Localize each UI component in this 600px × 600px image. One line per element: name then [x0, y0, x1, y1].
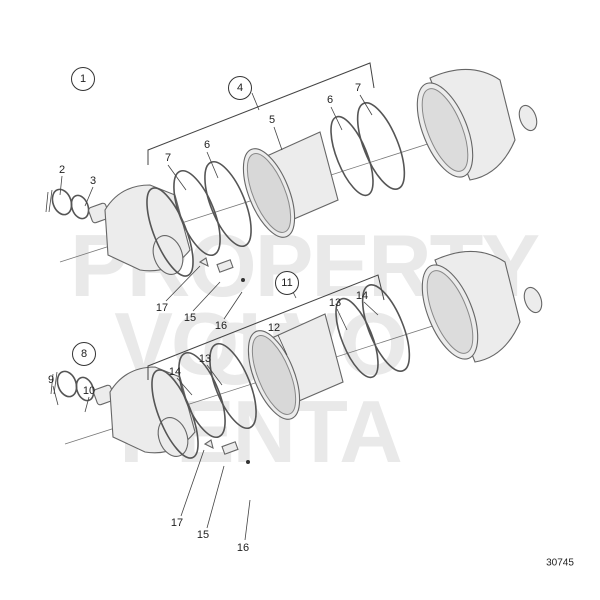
callout-screw: 16: [214, 320, 228, 332]
callout-filter: 12: [267, 322, 281, 334]
callout-kit-top: 4: [228, 76, 252, 100]
callout-clamp-left: 14: [168, 366, 182, 378]
callout-screw: 16: [236, 542, 250, 554]
top-exhaust-assembly: [45, 68, 541, 283]
callout-filter: 5: [268, 114, 276, 126]
callout-ring-left: 13: [198, 353, 212, 365]
callout-group-top: 1: [71, 67, 95, 91]
callout-clamp-right: 14: [355, 290, 369, 302]
bottom-kit-bracket: [147, 274, 385, 380]
callout-inlet-clamp: 9: [47, 374, 55, 386]
callout-ring-right: 13: [328, 297, 342, 309]
callout-inlet-clamp: 2: [58, 164, 66, 176]
callout-bracket: 17: [170, 517, 184, 529]
top-kit-bracket: [147, 62, 375, 165]
callout-ring-left: 6: [203, 139, 211, 151]
callout-sensor: 15: [196, 529, 210, 541]
drawing-number: 30745: [546, 557, 574, 569]
callout-group-bottom: 8: [72, 342, 96, 366]
callout-clamp-left: 7: [164, 152, 172, 164]
callout-ring-right: 6: [326, 94, 334, 106]
callout-kit-bottom: 11: [275, 271, 299, 295]
callout-inlet-ring: 10: [82, 385, 96, 397]
callout-sensor: 15: [183, 312, 197, 324]
callout-clamp-right: 7: [354, 82, 362, 94]
callout-inlet-ring: 3: [89, 175, 97, 187]
watermark-line2: VOLVO PENTA: [114, 300, 408, 481]
callout-bracket: 17: [155, 302, 169, 314]
